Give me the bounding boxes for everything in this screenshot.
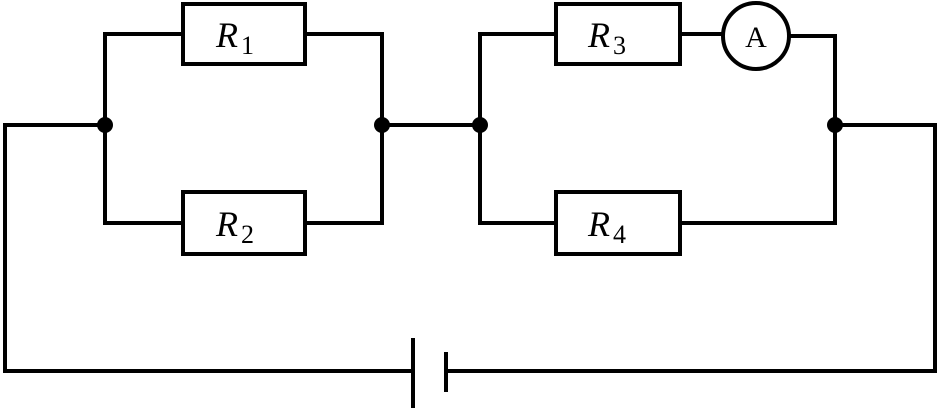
junction-node <box>97 117 113 133</box>
junction-node <box>472 117 488 133</box>
ammeter-label: A <box>745 21 767 54</box>
junctions <box>97 117 843 133</box>
wire-r4-right <box>678 123 837 225</box>
junction-node <box>374 117 390 133</box>
wires <box>3 32 937 373</box>
wire-ammeter-right <box>788 34 837 127</box>
wire-right-outer <box>444 123 937 373</box>
ammeter: A <box>721 1 791 71</box>
wire-r4-left <box>478 123 558 225</box>
wire-r1-left <box>103 32 185 127</box>
junction-node <box>827 117 843 133</box>
battery <box>411 338 448 408</box>
wire-r3-left <box>478 32 558 127</box>
wire-r2-left <box>103 123 185 225</box>
wire-r2-right <box>303 123 384 225</box>
wire-left-outer <box>3 123 415 373</box>
wire-r1-right <box>303 32 384 127</box>
